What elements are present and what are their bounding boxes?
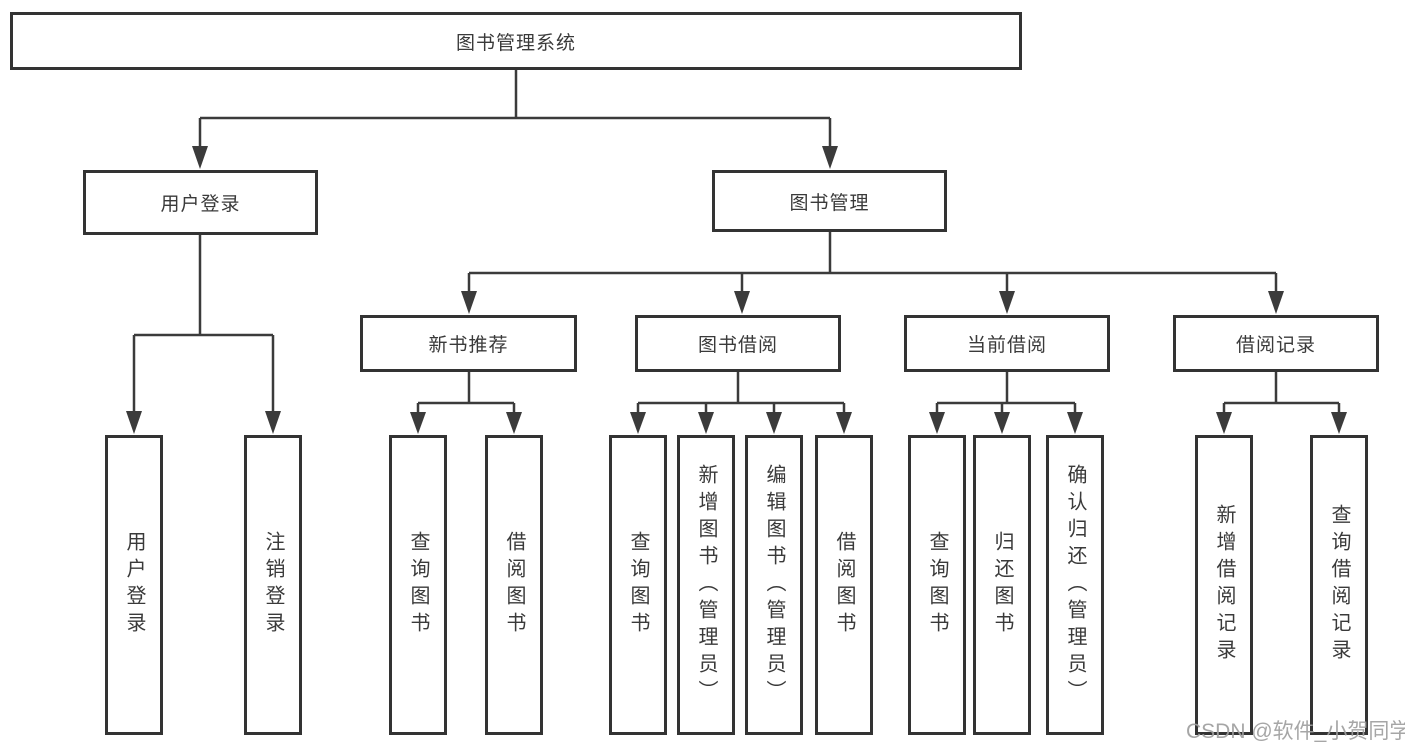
leaf-confirm-return-admin: 确认归还（管理员）: [1046, 435, 1104, 735]
node-borrowing-records: 借阅记录: [1173, 315, 1379, 372]
leaf-borrow-books-borrowing: 借阅图书: [815, 435, 873, 735]
leaf-confirm-return-admin-label: 确认归还（管理员）: [1064, 463, 1086, 707]
arrowheads: [126, 146, 1347, 434]
leaf-query-books-borrowing-label: 查询图书: [627, 531, 649, 639]
leaf-query-books-current: 查询图书: [908, 435, 966, 735]
leaf-borrow-books-borrowing-label: 借阅图书: [833, 531, 855, 639]
leaf-borrow-books-recommend: 借阅图书: [485, 435, 543, 735]
leaf-add-borrow-record-label: 新增借阅记录: [1213, 504, 1235, 666]
leaf-query-borrow-record: 查询借阅记录: [1310, 435, 1368, 735]
leaf-add-books-admin: 新增图书（管理员）: [677, 435, 735, 735]
leaf-edit-books-admin-label: 编辑图书（管理员）: [763, 463, 785, 707]
leaf-add-books-admin-label: 新增图书（管理员）: [695, 463, 717, 707]
leaf-query-books-recommend: 查询图书: [389, 435, 447, 735]
leaf-user-login-label: 用户登录: [123, 531, 145, 639]
leaf-query-books-borrowing: 查询图书: [609, 435, 667, 735]
leaf-query-books-current-label: 查询图书: [926, 531, 948, 639]
leaf-return-books-label: 归还图书: [991, 531, 1013, 639]
node-new-book-recommend: 新书推荐: [360, 315, 577, 372]
leaf-logout: 注销登录: [244, 435, 302, 735]
leaf-query-books-recommend-label: 查询图书: [407, 531, 429, 639]
leaf-user-login: 用户登录: [105, 435, 163, 735]
leaf-query-borrow-record-label: 查询借阅记录: [1328, 504, 1350, 666]
leaf-add-borrow-record: 新增借阅记录: [1195, 435, 1253, 735]
leaf-edit-books-admin: 编辑图书（管理员）: [745, 435, 803, 735]
node-current-borrowing: 当前借阅: [904, 315, 1110, 372]
node-user-login: 用户登录: [83, 170, 318, 235]
leaf-return-books: 归还图书: [973, 435, 1031, 735]
leaf-logout-label: 注销登录: [262, 531, 284, 639]
node-book-management: 图书管理: [712, 170, 947, 232]
node-root-library-management-system: 图书管理系统: [10, 12, 1022, 70]
node-book-borrowing: 图书借阅: [635, 315, 841, 372]
csdn-watermark: CSDN @软件_小贺同学: [1186, 720, 1405, 743]
leaf-borrow-books-recommend-label: 借阅图书: [503, 531, 525, 639]
